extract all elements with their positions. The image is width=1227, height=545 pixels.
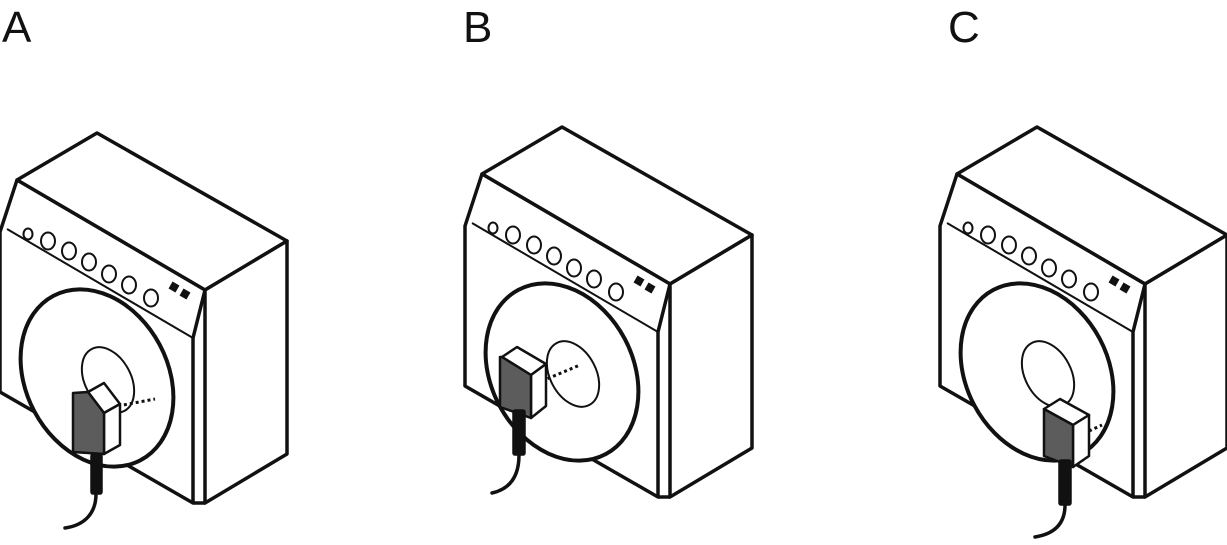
dotted-beam-line <box>117 397 156 408</box>
panel-label-a: A <box>2 3 32 52</box>
panel-b-illustration <box>453 125 754 499</box>
dotted-beam-line <box>541 363 581 383</box>
dotted-beam-line <box>1088 423 1103 433</box>
sensor-box-icon <box>63 381 156 530</box>
panel-label-b: B <box>463 3 493 52</box>
cable-icon <box>63 492 98 530</box>
panel-c-illustration <box>928 125 1227 539</box>
sensor-box-icon <box>1033 397 1103 539</box>
panel-label-c: C <box>948 3 980 52</box>
panel-a-illustration <box>0 131 289 530</box>
sensor-box-icon <box>490 345 581 495</box>
washing-machine-icon <box>453 125 754 499</box>
cable-icon <box>1033 503 1067 539</box>
cable-icon <box>490 453 521 495</box>
washing-machine-icon <box>0 131 289 505</box>
